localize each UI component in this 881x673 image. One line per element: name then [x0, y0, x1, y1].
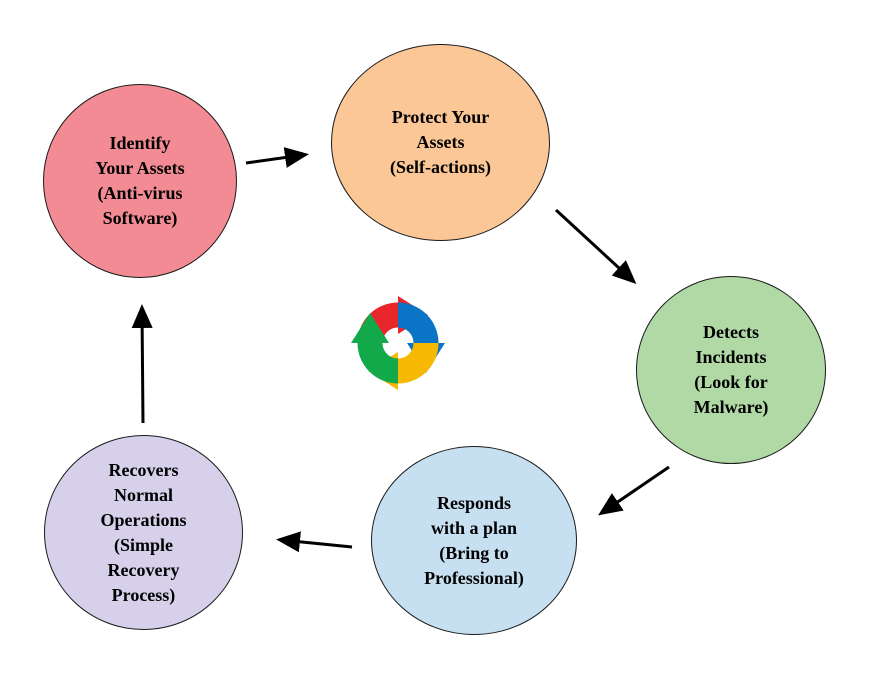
- arrow-protect-to-detect: [554, 208, 637, 285]
- node-identify-assets: Identify Your Assets (Anti-virus Softwar…: [43, 84, 237, 278]
- node-respond-label: Responds with a plan (Bring to Professio…: [424, 492, 524, 588]
- node-protect-label: Protect Your Assets (Self-actions): [390, 107, 491, 177]
- node-detect-label: Detects Incidents (Look for Malware): [693, 322, 769, 417]
- arrow-recover-to-identify: [131, 304, 153, 424]
- recycle-arrows-icon: [351, 296, 445, 390]
- node-protect-assets: Protect Your Assets (Self-actions): [331, 44, 550, 241]
- node-recover-operations: Recovers Normal Operations (Simple Recov…: [44, 435, 243, 630]
- arrow-detect-to-respond: [598, 465, 670, 516]
- node-detect-incidents: Detects Incidents (Look for Malware): [636, 276, 826, 464]
- node-identify-label: Identify Your Assets (Anti-virus Softwar…: [95, 133, 185, 228]
- arrow-respond-to-recover: [276, 531, 353, 553]
- arrow-identify-to-protect: [245, 147, 309, 168]
- node-respond-plan: Responds with a plan (Bring to Professio…: [371, 446, 577, 635]
- node-recover-label: Recovers Normal Operations (Simple Recov…: [100, 459, 187, 605]
- cycle-arrow-green: [351, 313, 399, 384]
